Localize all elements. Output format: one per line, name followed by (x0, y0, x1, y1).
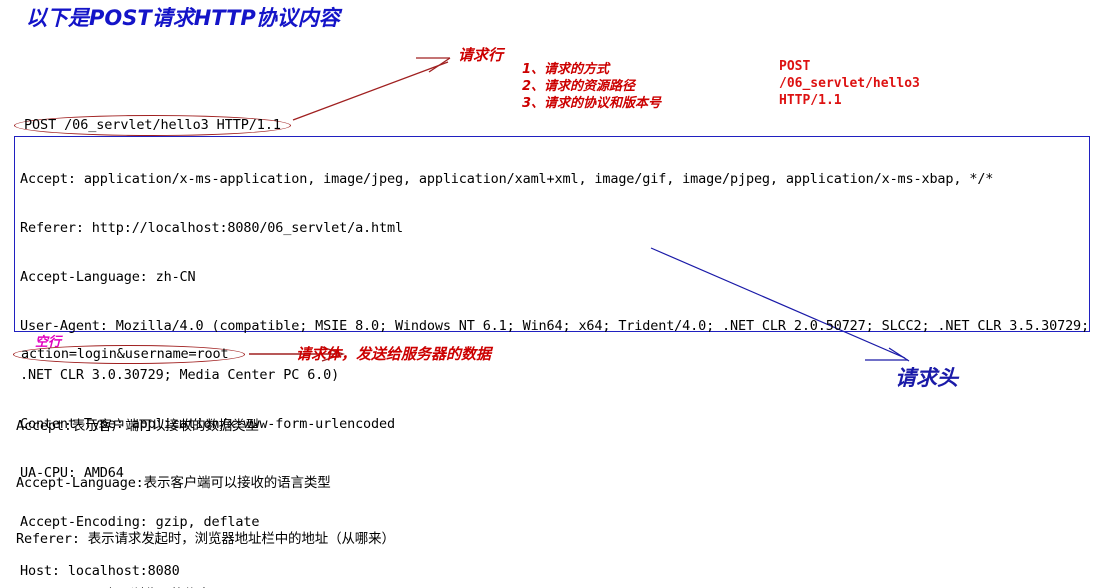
header-line: Accept-Encoding: gzip, deflate (20, 513, 260, 530)
breakdown-item-3: 3、请求的协议和版本号 (522, 96, 662, 111)
header-line: Host: localhost:8080 (20, 562, 180, 579)
request-line-highlight-ellipse (14, 115, 291, 136)
header-line: Accept-Language: zh-CN (20, 268, 196, 285)
header-line: .NET CLR 3.0.30729; Media Center PC 6.0) (20, 366, 340, 383)
request-line-text: POST /06_servlet/hello3 HTTP/1.1 (24, 117, 281, 133)
request-body-highlight-ellipse (13, 345, 245, 364)
breakdown-value-path: /06_servlet/hello3 (779, 76, 920, 91)
breakdown-value-protocol: HTTP/1.1 (779, 93, 842, 108)
header-line: Content-Type: application/x-www-form-url… (20, 415, 395, 432)
request-body-annotation-label: 请求体，发送给服务器的数据 (296, 345, 492, 363)
header-line: UA-CPU: AMD64 (20, 464, 124, 481)
breakdown-item-2: 2、请求的资源路径 (522, 79, 636, 94)
header-line: Accept: application/x-ms-application, im… (20, 170, 994, 187)
header-line: Referer: http://localhost:8080/06_servle… (20, 219, 403, 236)
header-line: User-Agent: Mozilla/4.0 (compatible; MSI… (20, 317, 1090, 334)
header-explanation-block: Accept:表示客户端可以接收的数据类型 Accept-Language:表示… (16, 380, 597, 588)
breakdown-item-1: 1、请求的方式 (522, 62, 610, 77)
request-line-annotation-label: 请求行 (458, 46, 504, 64)
request-head-annotation-label: 请求头 (895, 366, 958, 390)
explanation-line: Accept-Language:表示客户端可以接收的语言类型 (16, 474, 331, 491)
page-title: 以下是POST请求HTTP协议内容 (26, 6, 340, 30)
request-headers-box (14, 136, 1090, 332)
request-line-arrow-head (428, 57, 451, 73)
explanation-line: Referer: 表示请求发起时，浏览器地址栏中的地址（从哪来） (16, 530, 395, 547)
explanation-line: User-Agent:表示浏览器的信息 (16, 586, 597, 588)
request-body-text: action=login&username=root (21, 346, 229, 362)
explanation-line: Accept:表示客户端可以接收的数据类型 (16, 418, 259, 435)
request-line-arrow-shaft (292, 61, 449, 121)
request-headers-list: Accept: application/x-ms-application, im… (20, 138, 1119, 588)
breakdown-value-method: POST (779, 59, 811, 74)
